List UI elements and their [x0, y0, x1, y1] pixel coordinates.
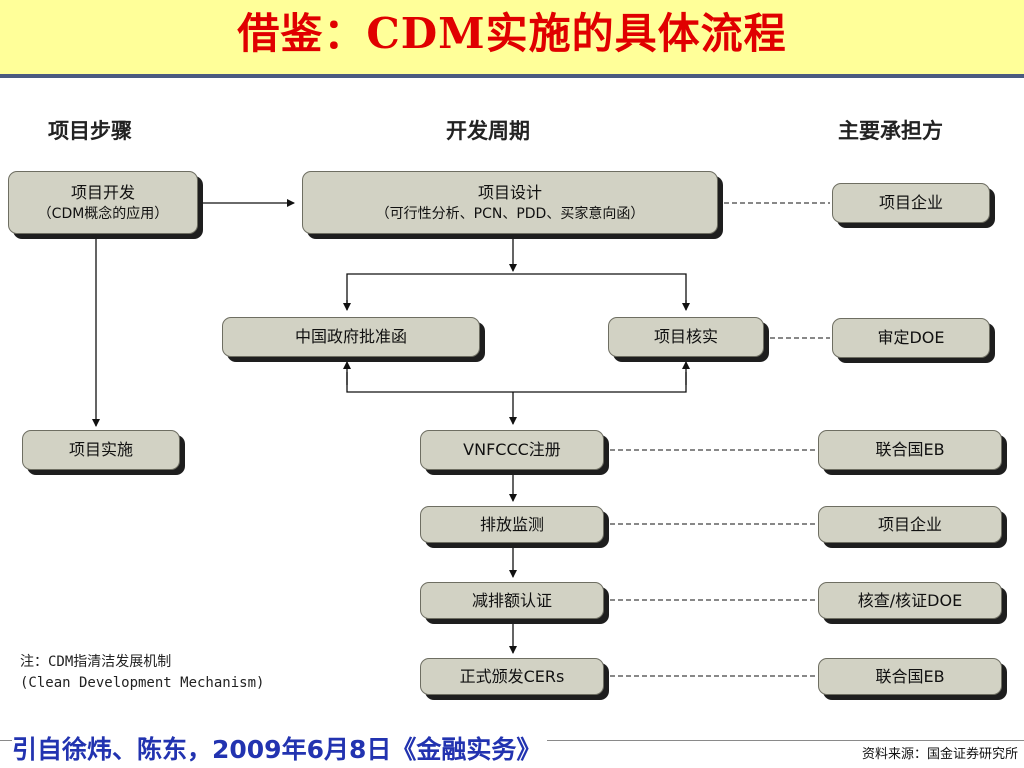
box-cers-issuance-label: 正式颁发CERs	[459, 666, 565, 686]
box-cers-issuance: 正式颁发CERs	[420, 658, 604, 695]
citation: 引自徐炜、陈东，2009年6月8日《金融实务》	[12, 733, 548, 767]
box-project-design-subtitle: （可行性分析、PCN、PDD、买家意向函）	[375, 205, 645, 222]
column-header-party: 主要承担方	[838, 118, 943, 143]
party-issue-label: 联合国EB	[875, 666, 945, 686]
party-certify-label: 核查/核证DOE	[857, 590, 963, 610]
box-project-verification: 项目核实	[608, 317, 764, 357]
box-project-development-subtitle: （CDM概念的应用）	[37, 205, 169, 222]
party-register-label: 联合国EB	[875, 440, 945, 459]
party-verify: 审定DOE	[832, 318, 990, 358]
box-unfccc-registration-label: VNFCCC注册	[463, 440, 561, 459]
party-design: 项目企业	[832, 183, 990, 223]
party-design-label: 项目企业	[878, 193, 943, 212]
box-government-approval-label: 中国政府批准函	[294, 327, 407, 346]
box-project-development: 项目开发 （CDM概念的应用）	[8, 171, 198, 234]
source-note: 资料来源：国金证券研究所	[861, 747, 1018, 762]
split-line-top	[346, 273, 687, 308]
party-register: 联合国EB	[818, 430, 1002, 470]
box-project-design: 项目设计 （可行性分析、PCN、PDD、买家意向函）	[302, 171, 718, 234]
party-verify-label: 审定DOE	[877, 328, 945, 347]
box-reduction-certification: 减排额认证	[420, 582, 604, 619]
box-unfccc-registration: VNFCCC注册	[420, 430, 604, 470]
page-title: 借鉴：CDM实施的具体流程	[237, 9, 787, 58]
footnote-line-1: 注：CDM指清洁发展机制	[20, 654, 172, 670]
party-monitor: 项目企业	[818, 506, 1002, 543]
box-project-design-title: 项目设计	[477, 182, 542, 202]
party-certify: 核查/核证DOE	[818, 582, 1002, 619]
box-emission-monitoring-label: 排放监测	[479, 514, 544, 534]
box-project-development-title: 项目开发	[70, 182, 135, 202]
box-project-implementation-label: 项目实施	[68, 440, 133, 459]
footnote-line-2: (Clean Development Mechanism)	[20, 675, 265, 691]
box-project-implementation: 项目实施	[22, 430, 180, 470]
box-government-approval: 中国政府批准函	[222, 317, 480, 357]
box-project-verification-label: 项目核实	[653, 327, 718, 346]
box-emission-monitoring: 排放监测	[420, 506, 604, 543]
party-issue: 联合国EB	[818, 658, 1002, 695]
party-monitor-label: 项目企业	[877, 514, 942, 534]
box-reduction-certification-label: 减排额认证	[471, 590, 552, 610]
column-header-cycle: 开发周期	[446, 118, 530, 143]
column-header-steps: 项目步骤	[48, 118, 132, 143]
merge-line-bottom	[346, 372, 687, 393]
title-bar	[0, 0, 1024, 78]
footnote: 注：CDM指清洁发展机制 (Clean Development Mechanis…	[20, 652, 264, 694]
